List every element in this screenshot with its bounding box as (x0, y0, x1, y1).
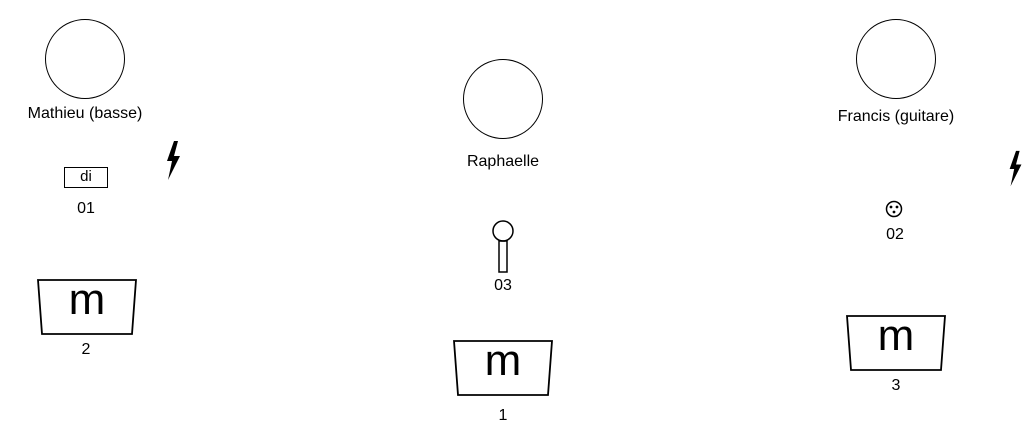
performer-position-circle (45, 19, 125, 99)
performer-position-circle (463, 59, 543, 139)
monitor-number: 2 (81, 341, 91, 358)
performer-name: Francis (guitare) (837, 108, 955, 125)
channel-number: 02 (886, 226, 904, 243)
channel-number: 01 (77, 200, 95, 217)
wedge-monitor-icon: m (846, 311, 946, 371)
di-box-icon: di (64, 167, 108, 188)
monitor-number: 3 (891, 377, 901, 394)
microphone-icon (491, 219, 515, 280)
monitor-letter: m (877, 311, 915, 360)
performer-name: Mathieu (basse) (27, 105, 143, 122)
performer-name: Raphaelle (466, 153, 540, 170)
channel-number: 03 (494, 277, 512, 294)
monitor-number: 1 (498, 407, 508, 424)
xlr-connector-icon (885, 200, 903, 223)
wedge-monitor-icon: m (37, 275, 137, 335)
power-outlet-icon (163, 140, 185, 187)
monitor-letter: m (68, 275, 106, 324)
monitor-letter: m (484, 336, 522, 385)
performer-position-circle (856, 19, 936, 99)
wedge-monitor-icon: m (453, 336, 553, 396)
power-outlet-icon (1006, 148, 1026, 195)
